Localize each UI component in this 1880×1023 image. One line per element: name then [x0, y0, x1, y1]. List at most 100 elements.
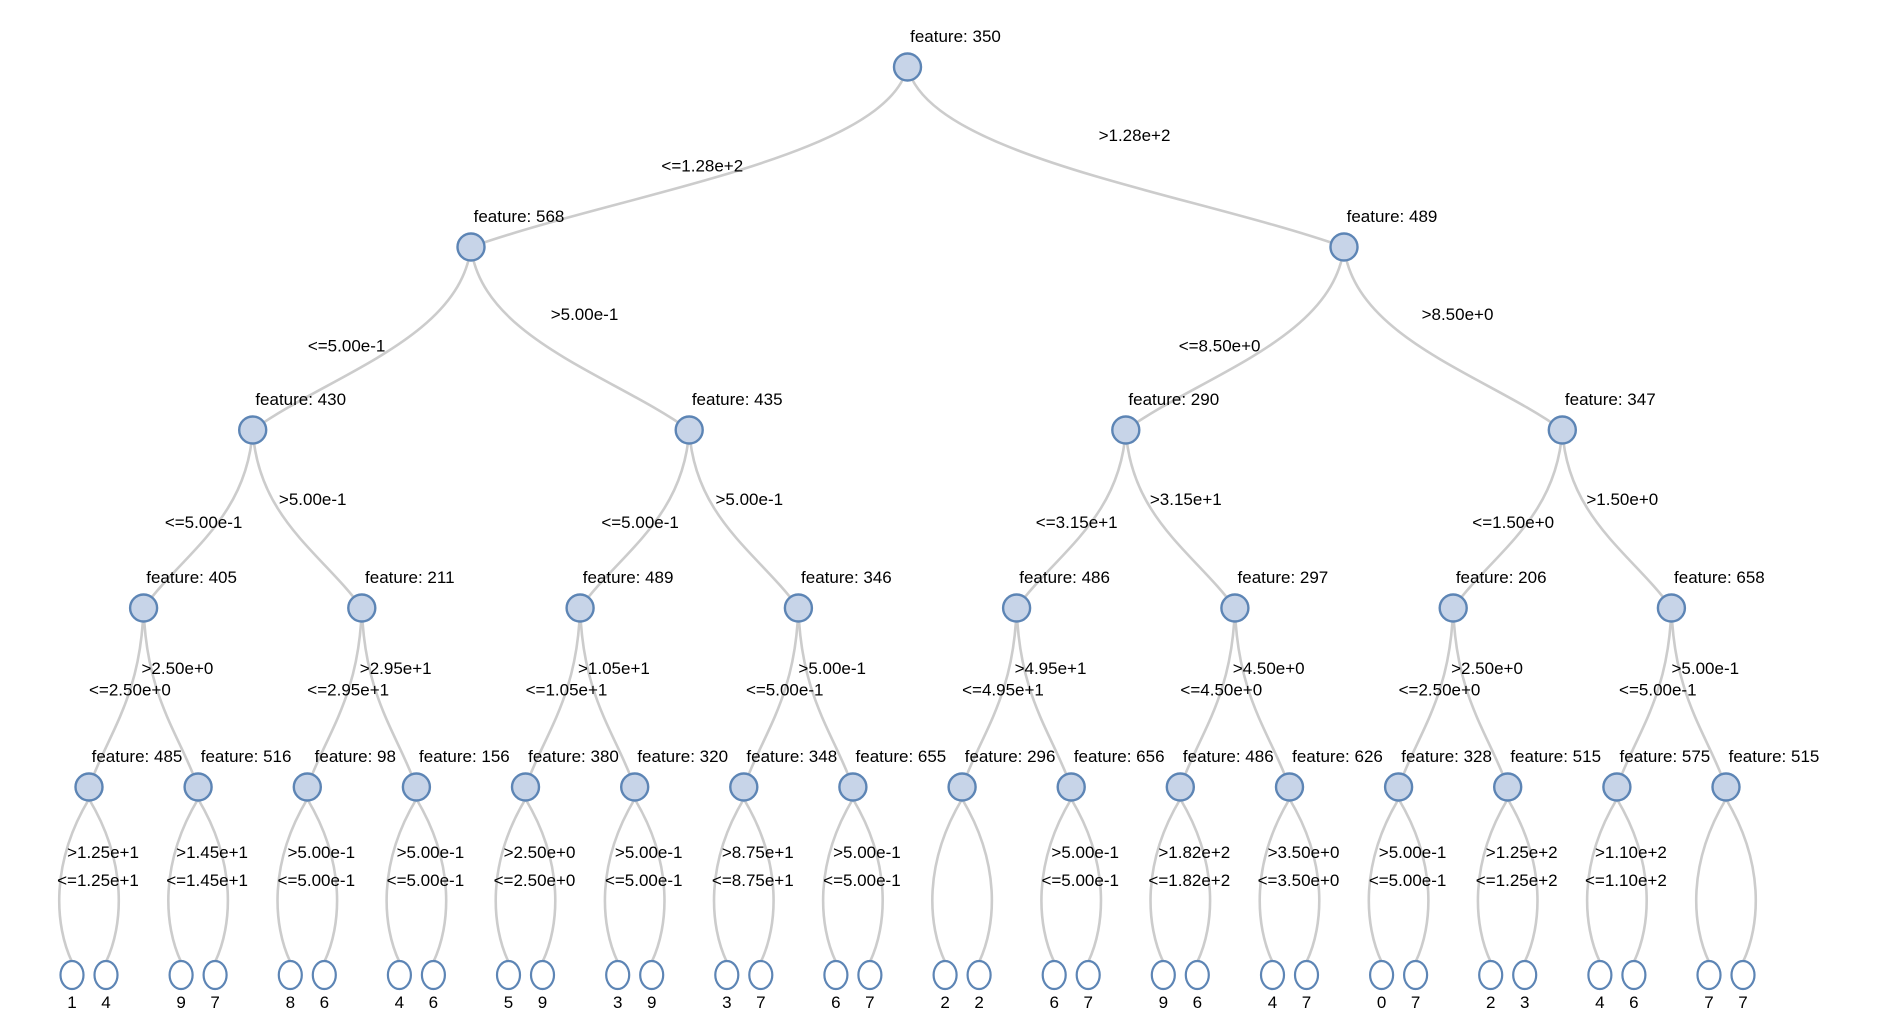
- internal-node: [292, 772, 322, 802]
- node-label: feature: 568: [474, 207, 565, 226]
- node-label: feature: 486: [1183, 747, 1274, 766]
- internal-node: [128, 593, 159, 623]
- node-label: feature: 658: [1674, 568, 1765, 587]
- tree-edge: [196, 797, 230, 964]
- tree-edge: [1615, 797, 1648, 964]
- leaf-node: [639, 959, 665, 991]
- tree-edge: [167, 797, 200, 964]
- leaf-node: [1293, 959, 1320, 991]
- leaf-value: 9: [538, 993, 547, 1012]
- leaf-value: 9: [176, 993, 185, 1012]
- leaf-value: 7: [210, 993, 219, 1012]
- tree-edge: [1015, 428, 1128, 610]
- edge-label-le: <=3.50e+0: [1258, 871, 1340, 890]
- tree-edge: [1124, 245, 1346, 432]
- leaf-value: 2: [940, 993, 949, 1012]
- tree-edge: [1694, 797, 1728, 964]
- tree-edge: [821, 797, 855, 964]
- edge-label-gt: >8.75e+1: [722, 843, 794, 862]
- edge-label-gt: >3.15e+1: [1150, 490, 1222, 509]
- tree-edge: [1397, 797, 1430, 964]
- node-label: feature: 430: [255, 390, 346, 409]
- leaf-node: [1041, 959, 1067, 991]
- node-label: feature: 486: [1019, 568, 1110, 587]
- edge-label-gt: >5.00e-1: [798, 659, 866, 678]
- leaf-node: [714, 959, 740, 991]
- tree-edge: [578, 606, 636, 789]
- internal-node: [783, 593, 814, 623]
- leaf-value: 6: [1193, 993, 1202, 1012]
- node-label: feature: 156: [419, 747, 510, 766]
- tree-edge: [603, 797, 636, 964]
- edge-label-gt: >1.28e+2: [1099, 126, 1171, 145]
- leaf-node: [311, 959, 337, 991]
- edge-label-gt: >1.05e+1: [578, 659, 650, 678]
- leaf-value: 7: [1302, 993, 1311, 1012]
- node-label: feature: 489: [1347, 207, 1438, 226]
- leaf-node: [605, 959, 631, 991]
- leaf-value: 3: [613, 993, 622, 1012]
- edge-label-gt: >5.00e-1: [1051, 843, 1119, 862]
- leaf-value: 4: [101, 993, 110, 1012]
- node-label: feature: 516: [201, 747, 292, 766]
- internal-node: [183, 772, 213, 802]
- tree-edge: [633, 797, 666, 964]
- tree-edge: [1124, 428, 1237, 610]
- edge-label-le: <=1.28e+2: [661, 156, 743, 175]
- tree-edge: [1233, 606, 1291, 789]
- leaf-value: 6: [1629, 993, 1638, 1012]
- node-label: feature: 296: [965, 747, 1056, 766]
- leaf-value: 7: [1704, 993, 1713, 1012]
- node-label: feature: 405: [146, 568, 237, 587]
- leaf-value: 8: [286, 993, 295, 1012]
- edge-label-le: <=1.50e+0: [1472, 513, 1554, 532]
- tree-edge: [960, 797, 994, 964]
- leaf-node: [386, 959, 412, 991]
- internal-node: [1329, 232, 1359, 262]
- edge-label-gt: >1.45e+1: [176, 843, 248, 862]
- internal-node: [456, 232, 486, 262]
- edge-label-gt: >5.00e-1: [615, 843, 683, 862]
- node-label: feature: 489: [583, 568, 674, 587]
- edge-label-le: <=5.00e-1: [165, 513, 243, 532]
- edge-label-gt: >2.50e+0: [1451, 659, 1523, 678]
- tree-edge: [712, 797, 746, 964]
- tree-edge: [57, 797, 91, 964]
- internal-node: [1165, 772, 1196, 802]
- leaf-node: [1402, 959, 1429, 991]
- edge-label-gt: >2.50e+0: [504, 843, 576, 862]
- node-label: feature: 328: [1401, 747, 1492, 766]
- internal-node: [237, 415, 268, 445]
- edge-label-gt: >5.00e-1: [1379, 843, 1447, 862]
- tree-edge: [1451, 606, 1509, 789]
- node-label: feature: 380: [528, 747, 619, 766]
- tree-edge: [469, 65, 909, 249]
- edge-label-le: <=5.00e-1: [387, 871, 465, 890]
- leaf-node: [93, 959, 119, 991]
- edge-label-le: <=1.82e+2: [1148, 871, 1230, 890]
- internal-node: [1711, 772, 1741, 802]
- tree-edge: [469, 245, 691, 432]
- tree-edge: [1451, 428, 1564, 610]
- internal-node: [1492, 772, 1523, 802]
- edge-label-le: <=8.50e+0: [1179, 336, 1261, 355]
- tree-edge: [1069, 797, 1103, 964]
- tree-edge: [142, 606, 200, 789]
- node-label: feature: 320: [637, 747, 728, 766]
- internal-node: [729, 772, 759, 802]
- node-label: feature: 656: [1074, 747, 1165, 766]
- edge-label-le: <=5.00e-1: [746, 681, 824, 700]
- leaf-node: [1512, 959, 1538, 991]
- leaf-value: 0: [1377, 993, 1386, 1012]
- leaf-value: 6: [1049, 993, 1058, 1012]
- tree-edge: [524, 606, 582, 789]
- leaf-value: 3: [1520, 993, 1529, 1012]
- internal-node: [1056, 772, 1086, 802]
- edge-label-gt: >5.00e-1: [1672, 659, 1740, 678]
- leaf-node: [1696, 959, 1722, 991]
- leaf-node: [823, 959, 849, 991]
- tree-edge: [1040, 797, 1073, 964]
- internal-node: [74, 772, 104, 802]
- node-label: feature: 626: [1292, 747, 1383, 766]
- edge-label-gt: >1.82e+2: [1158, 843, 1230, 862]
